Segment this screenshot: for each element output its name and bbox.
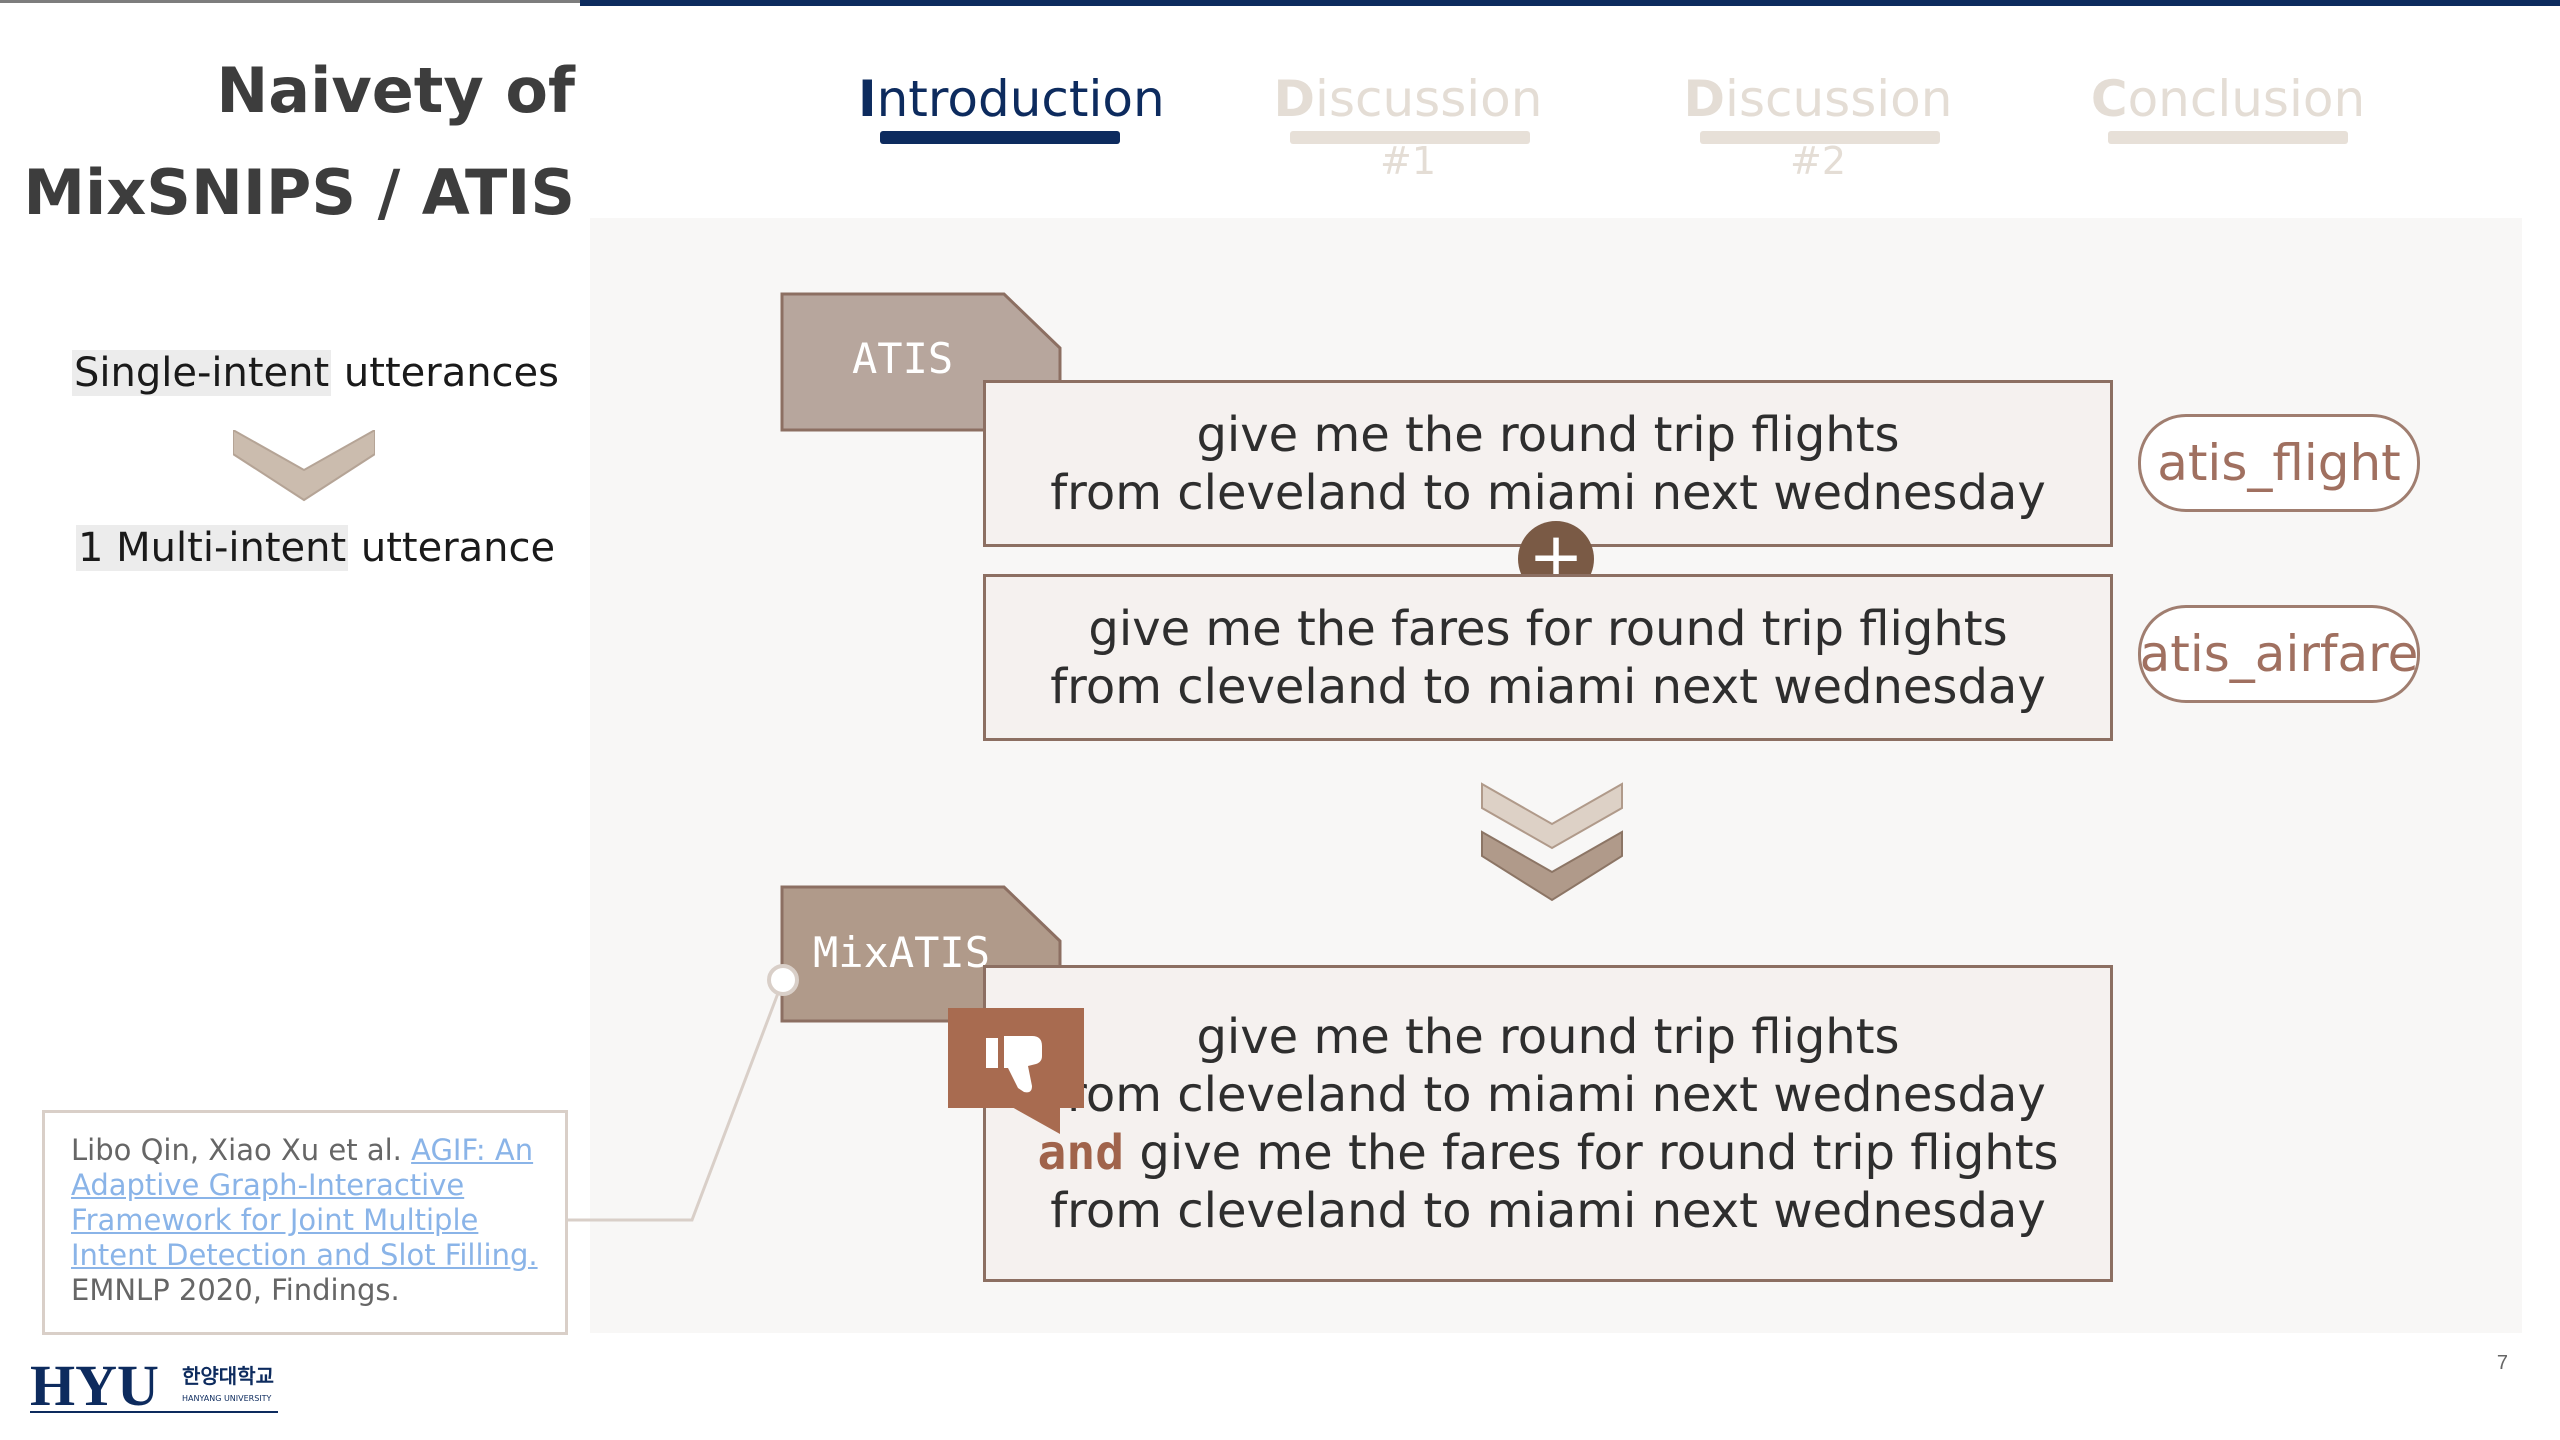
tab-discussion-1-underline <box>1290 131 1530 144</box>
tab-suffix: #1 <box>1379 139 1437 183</box>
thumbs-down-icon <box>948 1008 1084 1134</box>
title-line-2: MixSNIPS / ATIS <box>23 156 575 229</box>
citation-authors: Libo Qin, Xiao Xu et al. <box>71 1133 412 1167</box>
atis-utterance-2: give me the fares for round trip flights… <box>983 574 2113 741</box>
utterance-line: give me the fares for round trip flights <box>1088 600 2008 657</box>
multi-intent-rest: utterance <box>348 525 556 571</box>
tab-conclusion[interactable]: Conclusion <box>2088 70 2368 128</box>
utterance-line: give me the round trip flights <box>1196 406 1900 463</box>
utterance-line: give me the round trip flights <box>1196 1008 1900 1065</box>
single-intent-rest: utterances <box>331 350 559 396</box>
title-line-1: Naivety of <box>216 54 575 127</box>
atis-utterance-1: give me the round trip flights from clev… <box>983 380 2113 547</box>
citation-venue: EMNLP 2020, Findings. <box>71 1273 400 1307</box>
page-title: Naivety of MixSNIPS / ATIS <box>23 40 575 244</box>
single-intent-text: Single-intent utterances <box>72 350 559 396</box>
citation-box: Libo Qin, Xiao Xu et al. AGIF: An Adapti… <box>42 1110 568 1335</box>
intent-label-atis-airfare: atis_airfare <box>2138 605 2420 703</box>
tab-introduction-underline <box>880 131 1120 144</box>
intent-label-atis-flight: atis_flight <box>2138 414 2420 512</box>
top-rule-right <box>580 0 2560 6</box>
top-rule-left <box>0 0 580 3</box>
multi-intent-text: 1 Multi-intent utterance <box>76 525 555 571</box>
hyu-logo: HYU 한양대학교 HANYANG UNIVERSITY <box>30 1353 280 1420</box>
utterance-line-rest: give me the fares for round trip flights <box>1124 1124 2059 1181</box>
tab-suffix: #2 <box>1789 139 1847 183</box>
tab-label: ntroduction <box>876 70 1165 128</box>
flow-chevron-icon <box>233 430 375 502</box>
atis-tag-label: ATIS <box>852 334 954 383</box>
mixatis-utterance: give me the round trip flights from clev… <box>983 965 2113 1282</box>
tab-initial: D <box>1273 70 1316 128</box>
multi-intent-highlight: 1 Multi-intent <box>76 525 349 571</box>
tab-label: iscussion <box>1315 70 1543 128</box>
tab-introduction[interactable]: Introduction <box>858 70 1165 128</box>
citation-connector-line <box>568 964 799 1222</box>
utterance-line-with-and: and give me the fares for round trip fli… <box>1037 1124 2058 1182</box>
utterance-line: from cleveland to miami next wednesday <box>1050 658 2046 715</box>
double-chevron-down-icon <box>1481 782 1623 902</box>
mixatis-tag-label: MixATIS <box>813 928 991 977</box>
tab-label: onclusion <box>2127 70 2366 128</box>
tab-initial: D <box>1683 70 1726 128</box>
hyu-logo-mark: HYU <box>30 1355 159 1415</box>
hyu-logo-korean: 한양대학교 <box>182 1364 274 1388</box>
hyu-logo-english: HANYANG UNIVERSITY <box>182 1394 272 1403</box>
single-intent-highlight: Single-intent <box>72 350 332 396</box>
utterance-line: from cleveland to miami next wednesday <box>1050 464 2046 521</box>
tab-discussion-2[interactable]: Discussion #2 <box>1678 70 1958 186</box>
tab-initial: C <box>2090 70 2128 128</box>
and-keyword: and <box>1037 1124 1125 1181</box>
tab-initial: I <box>858 70 877 128</box>
tab-label: iscussion <box>1725 70 1953 128</box>
tab-discussion-2-underline <box>1700 131 1940 144</box>
tab-discussion-1[interactable]: Discussion #1 <box>1268 70 1548 186</box>
utterance-line: from cleveland to miami next wednesday <box>1050 1066 2046 1123</box>
page-number: 7 <box>2496 1352 2508 1374</box>
utterance-line: from cleveland to miami next wednesday <box>1050 1182 2046 1239</box>
citation-paper-link[interactable]: AGIF: An Adaptive Graph-Interactive Fram… <box>71 1133 538 1272</box>
tab-conclusion-underline <box>2108 131 2348 144</box>
